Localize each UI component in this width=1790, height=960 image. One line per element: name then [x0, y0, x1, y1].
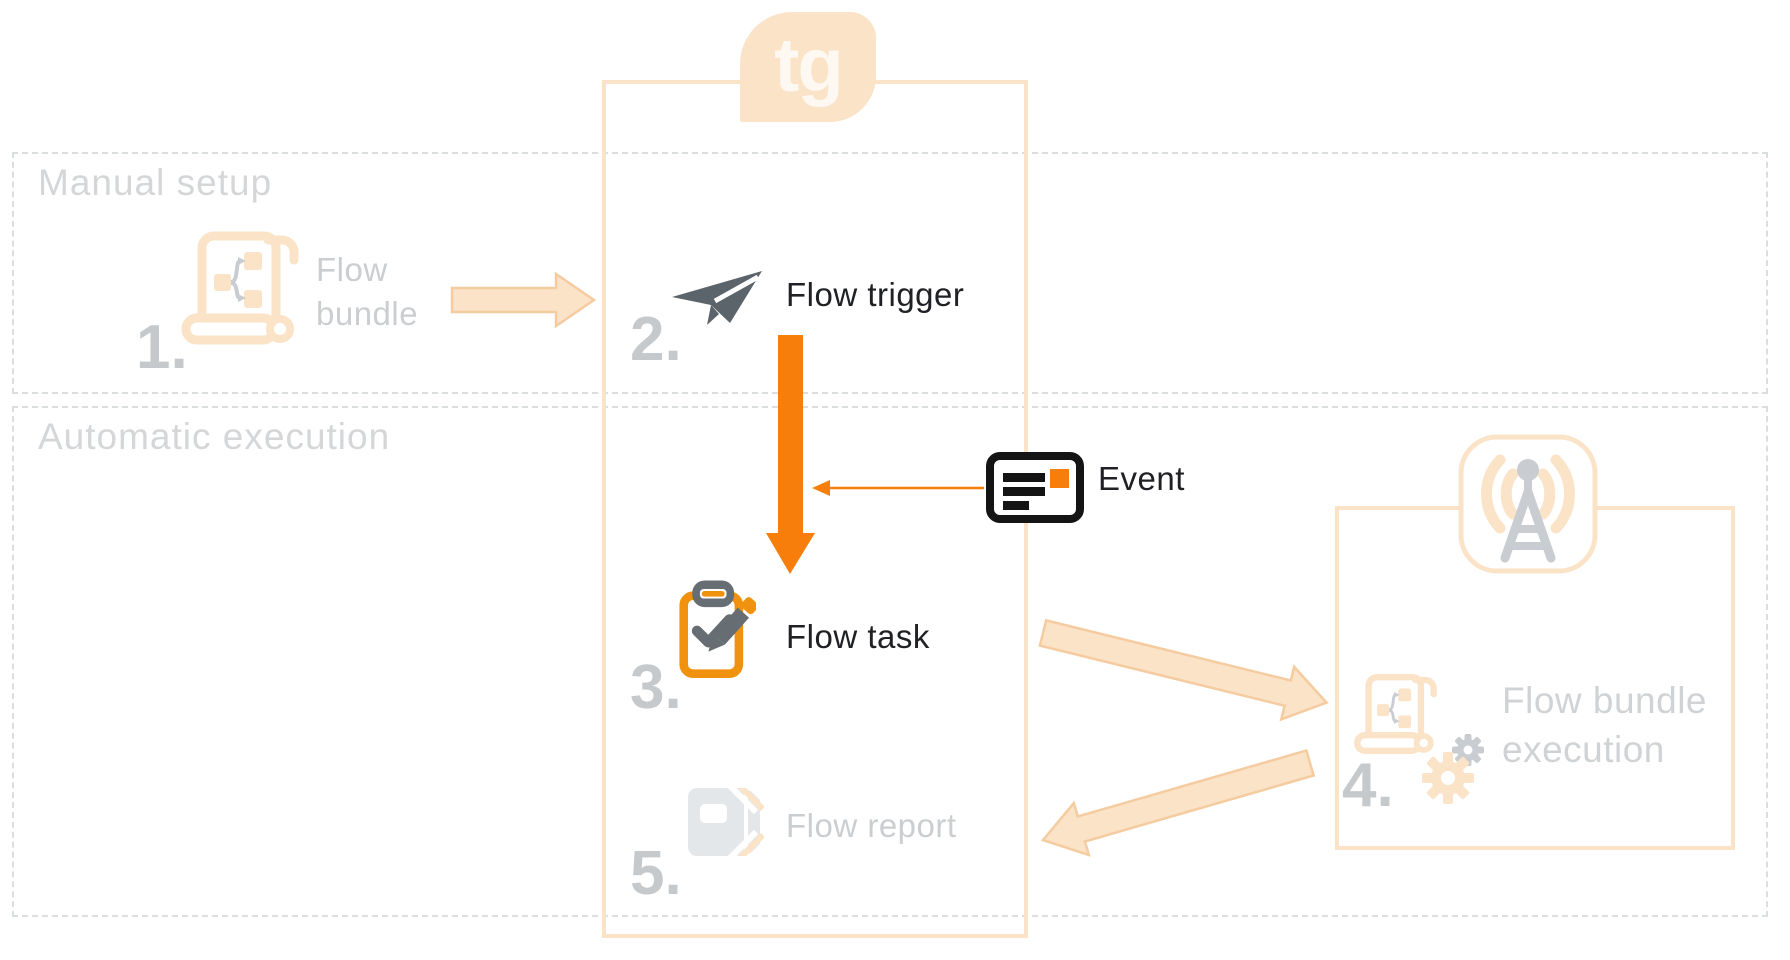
flow-trigger-label: Flow trigger: [786, 276, 965, 313]
radio-tower: [1500, 459, 1556, 563]
event-label: Event: [1098, 460, 1185, 497]
antenna-broadcast-icon: [1458, 434, 1598, 574]
flow-report-label: Flow report: [786, 807, 957, 844]
flow-bundle-execution-label: Flow bundle execution: [1502, 676, 1707, 774]
report-corner-stripes: [727, 788, 764, 856]
event-card-icon: [986, 452, 1084, 523]
step-number-2: 2.: [630, 305, 682, 374]
tg-logo: tg: [740, 12, 876, 122]
flow-task-label: Flow task: [786, 618, 930, 655]
flow-bundle-execution-label-line2: execution: [1502, 729, 1665, 770]
section-manual-setup: Manual setup: [12, 152, 1768, 394]
flow-bundle-execution-scroll-icon: [1354, 674, 1437, 754]
flow-report-icon: [688, 788, 764, 856]
gear-small: [1452, 734, 1484, 766]
pencil-glyph: [708, 597, 756, 652]
clipboard-icon: [679, 580, 756, 678]
section-manual-setup-label: Manual setup: [38, 162, 273, 203]
gears-icon: [1422, 734, 1484, 804]
tg-logo-text: tg: [774, 22, 844, 108]
gear-large: [1422, 752, 1474, 804]
flow-bundle-label: Flow bundle: [316, 248, 418, 336]
step-number-1: 1.: [136, 313, 188, 382]
section-automatic-execution-label: Automatic execution: [38, 416, 391, 457]
radio-waves: [1481, 454, 1575, 534]
flow-bundle-label-line1: Flow: [316, 251, 388, 288]
flow-bundle-scroll-icon: [181, 231, 299, 345]
step-number-3: 3.: [630, 653, 682, 722]
flow-bundle-execution-label-line1: Flow bundle: [1502, 680, 1708, 721]
paper-plane-icon: [672, 271, 762, 325]
step-number-5: 5.: [630, 839, 682, 908]
flow-bundle-label-line2: bundle: [316, 295, 419, 332]
section-automatic-execution: Automatic execution: [12, 406, 1768, 917]
step-number-4: 4.: [1342, 751, 1394, 820]
